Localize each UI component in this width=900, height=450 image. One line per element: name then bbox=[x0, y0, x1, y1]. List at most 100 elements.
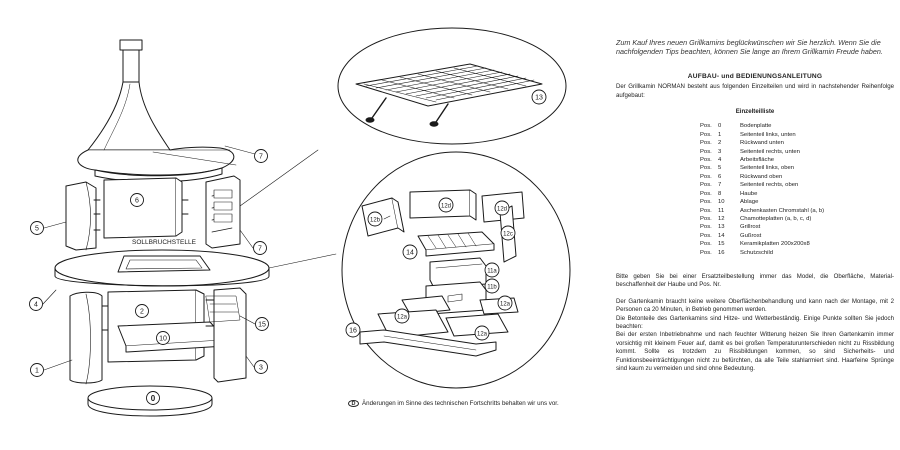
callout-6: 6 bbox=[135, 198, 139, 205]
parts-number: 2 bbox=[718, 140, 722, 147]
parts-row: Pos. 4 Arbeitsfläche bbox=[700, 156, 824, 164]
parts-row: Pos. 10 Ablage bbox=[700, 198, 824, 206]
hood-part bbox=[77, 39, 237, 183]
instructions-column: Zum Kauf Ihres neuen Grillkamins beglück… bbox=[616, 38, 894, 373]
section-intro: Der Grillkamin NORMAN besteht aus folgen… bbox=[616, 83, 894, 99]
parts-list-title: Einzelteilliste bbox=[735, 108, 775, 116]
parts-row: Pos. 6 Rückwand oben bbox=[700, 173, 824, 181]
parts-name: Chamotteplatten (a, b, c, d) bbox=[740, 215, 812, 222]
parts-pos: Pos. bbox=[700, 241, 712, 248]
parts-pos: Pos. bbox=[700, 131, 712, 138]
callout-10: 10 bbox=[159, 336, 167, 343]
callout-12a-bottom: 12a bbox=[477, 332, 488, 338]
parts-name: Seitenteil rechts, unten bbox=[740, 148, 800, 155]
parts-pos: Pos. bbox=[700, 173, 712, 180]
callout-12d-right: 12d bbox=[497, 207, 507, 213]
parts-name: Aschenkasten Chromstahl (a, b) bbox=[740, 207, 825, 214]
callout-12a-left: 12a bbox=[397, 315, 408, 321]
parts-name: Seitenteil links, oben bbox=[740, 165, 795, 172]
parts-number: 12 bbox=[718, 215, 725, 222]
revision-note-text: Änderungen im Sinne des technischen Fort… bbox=[362, 400, 559, 408]
parts-name: Seitenteil links, unten bbox=[740, 131, 796, 138]
country-badge: D bbox=[348, 400, 359, 407]
parts-pos: Pos. bbox=[700, 123, 712, 130]
parts-pos: Pos. bbox=[700, 182, 712, 189]
section-heading: AUFBAU- und BEDIENUNGSANLEITUNG bbox=[687, 72, 823, 80]
parts-name: Keramikplatten 200x200x8 bbox=[740, 241, 810, 248]
parts-number: 14 bbox=[718, 232, 725, 239]
callout-5: 5 bbox=[35, 226, 39, 233]
parts-name: Haube bbox=[740, 190, 758, 197]
callout-4: 4 bbox=[34, 302, 38, 309]
parts-row: Pos. 1 Seitenteil links, unten bbox=[700, 131, 824, 139]
parts-number: 4 bbox=[718, 157, 722, 164]
callout-3: 3 bbox=[259, 365, 263, 372]
callout-11b: 11b bbox=[487, 285, 497, 291]
lower-right-side-panel bbox=[205, 287, 247, 383]
order-note: Bitte geben Sie bei einer Ersatzteilbest… bbox=[616, 272, 894, 289]
parts-number: 8 bbox=[718, 190, 722, 197]
callout-12d-left: 12d bbox=[441, 204, 451, 210]
parts-number: 7 bbox=[718, 182, 722, 189]
parts-name: Ablage bbox=[740, 199, 759, 206]
parts-pos: Pos. bbox=[700, 190, 712, 197]
parts-number: 15 bbox=[718, 241, 725, 248]
parts-name: Bodenplatte bbox=[740, 123, 772, 130]
parts-name: Arbeitsfläche bbox=[740, 157, 775, 164]
parts-name: Rückwand unten bbox=[740, 140, 784, 147]
parts-row: Pos. 15 Keramikplatten 200x200x8 bbox=[700, 240, 824, 248]
parts-name: Rückwand oben bbox=[740, 173, 783, 180]
parts-number: 16 bbox=[718, 249, 725, 256]
parts-number: 11 bbox=[718, 207, 725, 214]
grill-grate-detail bbox=[337, 27, 567, 145]
firebox-components-detail bbox=[341, 151, 571, 389]
parts-pos: Pos. bbox=[700, 224, 712, 231]
parts-number: 6 bbox=[718, 173, 722, 180]
parts-number: 1 bbox=[718, 131, 722, 138]
parts-row: Pos. 8 Haube bbox=[700, 190, 824, 198]
care-paragraph-1: Der Gartenkamin braucht keine weitere Ob… bbox=[616, 297, 894, 314]
work-surface bbox=[54, 249, 337, 287]
callout-1: 1 bbox=[35, 368, 39, 375]
parts-pos: Pos. bbox=[700, 215, 712, 222]
callout-11a: 11a bbox=[487, 269, 497, 275]
callout-12a-right: 12a bbox=[500, 302, 511, 308]
intro-text: Zum Kauf Ihres neuen Grillkamins beglück… bbox=[616, 38, 883, 57]
assembly-diagram: 7 5 6 7 4 2 10 15 1 3 0 13 12b 12d 12d 1… bbox=[29, 27, 571, 417]
parts-pos: Pos. bbox=[700, 207, 712, 214]
parts-pos: Pos. bbox=[700, 249, 712, 256]
parts-pos: Pos. bbox=[700, 165, 712, 172]
care-paragraph-2: Die Betonteile des Gartenkamins sind Hit… bbox=[616, 314, 894, 330]
callout-16: 16 bbox=[349, 328, 357, 335]
parts-number: 5 bbox=[718, 165, 722, 172]
upper-right-side-panel bbox=[205, 149, 319, 249]
parts-name: Seitenteil rechts, oben bbox=[740, 182, 799, 189]
parts-pos: Pos. bbox=[700, 232, 712, 239]
parts-row: Pos. 7 Seitenteil rechts, oben bbox=[700, 181, 824, 189]
parts-row: Pos. 13 Grillrost bbox=[700, 223, 824, 231]
parts-row: Pos. 11 Aschenkasten Chromstahl (a, b) bbox=[700, 207, 824, 215]
lower-left-side-panel bbox=[69, 291, 109, 385]
parts-row: Pos. 5 Seitenteil links, oben bbox=[700, 164, 824, 172]
parts-name: Grillrost bbox=[740, 224, 761, 231]
callout-2: 2 bbox=[140, 309, 144, 316]
parts-number: 10 bbox=[718, 199, 725, 206]
upper-left-side-panel bbox=[65, 181, 101, 251]
parts-pos: Pos. bbox=[700, 157, 712, 164]
callout-0: 0 bbox=[151, 394, 156, 403]
callout-8: 7 bbox=[259, 154, 263, 161]
parts-pos: Pos. bbox=[700, 199, 712, 206]
callout-14: 14 bbox=[406, 250, 414, 257]
sollbruchstelle-label: SOLLBRUCHSTELLE bbox=[132, 239, 197, 246]
callout-7: 7 bbox=[258, 246, 262, 253]
callout-15: 15 bbox=[258, 322, 266, 329]
parts-row: Pos. 12 Chamotteplatten (a, b, c, d) bbox=[700, 215, 824, 223]
parts-number: 13 bbox=[718, 224, 725, 231]
parts-number: 0 bbox=[718, 123, 722, 130]
callout-12c: 12c bbox=[503, 232, 513, 238]
